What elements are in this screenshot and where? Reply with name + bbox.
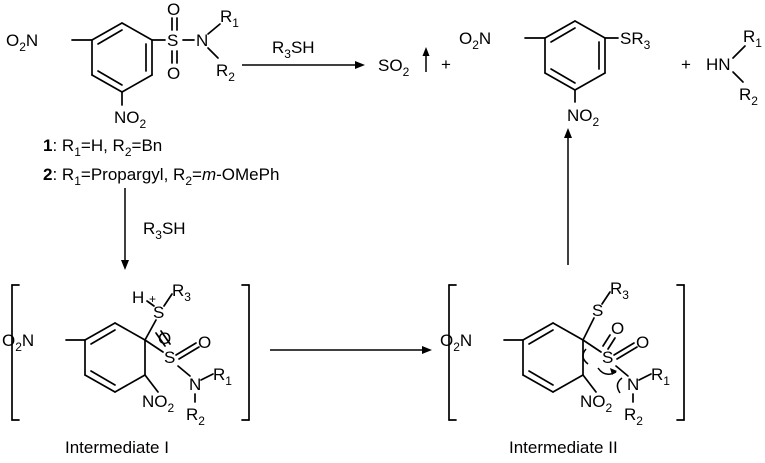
compound-2-description: 2: R1=Propargyl, R2=m-OMePh: [43, 165, 279, 188]
r1-substituent: R1: [743, 27, 762, 50]
plus-sign-1: +: [441, 55, 451, 74]
r2-substituent: R2: [186, 405, 205, 428]
thioether-sulfur: S: [592, 301, 603, 320]
compound-1-description: 1: R1=H, R2=Bn: [43, 136, 162, 159]
thioether-group: SR3: [620, 29, 651, 52]
arrow-direct-thiolysis: R3SH: [242, 38, 365, 69]
right-bracket: [676, 284, 685, 421]
intermediate-1: O2N NO2 S + H R3 S O O N R1 R2: [2, 281, 250, 428]
amine-nh: HN: [706, 55, 731, 74]
intermediate-1-caption: Intermediate I: [65, 438, 169, 457]
sulfonyl-oxygen-right: O: [198, 333, 211, 352]
sulfonyl-oxygen-top: O: [167, 0, 180, 19]
r1-substituent: R1: [213, 365, 232, 388]
arrow-rearrangement: [270, 346, 432, 354]
meisenheimer-ring: [522, 322, 584, 393]
benzene-ring: [91, 22, 153, 93]
r1-substituent: R1: [651, 365, 670, 388]
sulfonyl-oxygen-top: O: [611, 319, 624, 338]
r1-substituent: R1: [220, 7, 239, 30]
intermediate-2-caption: Intermediate II: [509, 438, 618, 457]
r2-substituent: R2: [739, 85, 758, 108]
r2-substituent: R2: [624, 405, 643, 428]
sulfur-dioxide-product: SO2: [378, 56, 410, 79]
nitro-group-para: O2N: [440, 331, 472, 354]
sulfonyl-sulfur: S: [167, 31, 178, 50]
arrow-thiol-attack: R3SH: [121, 188, 186, 270]
nitro-group-ortho: NO2: [567, 106, 600, 129]
meisenheimer-ring: [84, 322, 146, 393]
reagent-top-label: R3SH: [272, 38, 315, 61]
right-bracket: [241, 284, 250, 421]
reagent-down-label: R3SH: [143, 219, 186, 242]
intermediate-2: O2N NO2 S R3 S O O N R1 R2: [440, 279, 685, 428]
sulfonyl-sulfur: S: [164, 348, 175, 367]
positive-charge: +: [149, 292, 156, 306]
r3-substituent: R3: [610, 279, 629, 302]
nitro-group-para: O2N: [2, 331, 34, 354]
r2-substituent: R2: [216, 61, 235, 84]
starting-sulfonamide: O2N NO2 S O O N R1 R2: [6, 0, 239, 131]
gas-evolution-arrow: [422, 47, 430, 72]
free-amine-product: HN R1 R2: [706, 27, 762, 108]
left-bracket: [11, 284, 20, 421]
sulfonyl-sulfur: S: [602, 348, 613, 367]
plus-sign-2: +: [681, 55, 691, 74]
electron-pushing-arrows: [582, 348, 623, 394]
thioether-product: O2N SR3 NO2: [459, 20, 651, 129]
sulfonyl-oxygen-bottom: O: [167, 64, 180, 83]
sulfonium-hydrogen: H: [132, 288, 144, 307]
sulfonamide-nitrogen: N: [189, 375, 201, 394]
sulfonium-sulfur: S: [153, 303, 164, 322]
sulfonamide-nitrogen: N: [196, 31, 208, 50]
nitro-group-para: O2N: [6, 31, 38, 54]
r3-substituent: R3: [172, 281, 191, 304]
nitro-group-ortho: NO2: [142, 392, 175, 415]
nitro-group-para: O2N: [459, 29, 491, 52]
sulfonyl-oxygen-top: O: [158, 329, 171, 348]
benzene-ring: [544, 20, 606, 91]
arrow-elimination: [564, 128, 572, 265]
nitro-group-ortho: NO2: [114, 108, 147, 131]
left-bracket: [448, 284, 457, 421]
nitro-group-ortho: NO2: [580, 392, 613, 415]
sulfonamide-nitrogen: N: [627, 375, 639, 394]
sulfonyl-oxygen-right: O: [636, 333, 649, 352]
